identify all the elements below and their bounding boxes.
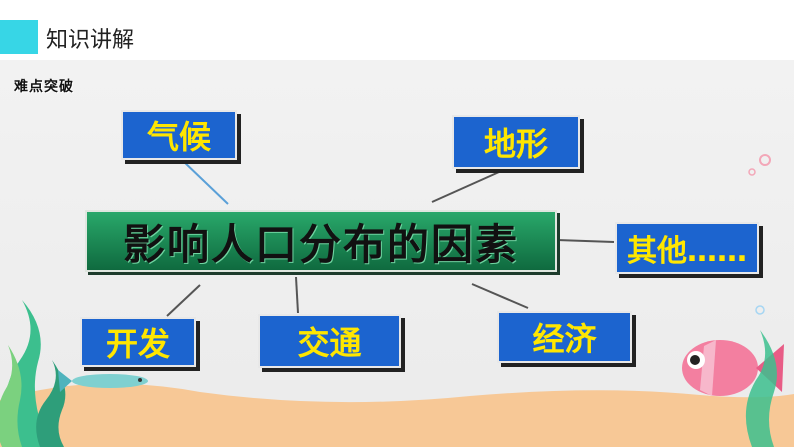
- edge-economy: [471, 283, 529, 309]
- edge-development: [166, 284, 201, 317]
- edge-transport: [295, 276, 299, 314]
- fish-illustration: [58, 370, 148, 392]
- factor-label-climate: 气候: [146, 118, 211, 156]
- section-subtitle: 难点突破: [14, 79, 74, 95]
- page-title: 知识讲解: [46, 28, 135, 53]
- factor-node-terrain: 地形: [452, 115, 580, 169]
- edge-terrain: [431, 167, 509, 203]
- factor-label-transport: 交通: [297, 324, 362, 362]
- seaweed-illustration: [0, 300, 66, 447]
- central-topic-node: 影响人口分布的因素: [85, 210, 557, 272]
- header-accent-block: [0, 20, 38, 54]
- factor-node-transport: 交通: [258, 314, 401, 368]
- edge-climate: [181, 159, 229, 205]
- factor-label-development: 开发: [105, 325, 170, 363]
- header-bar: 知识讲解: [0, 0, 794, 60]
- central-topic-label: 影响人口分布的因素: [122, 219, 519, 269]
- factor-label-economy: 经济: [532, 320, 597, 358]
- factor-label-terrain: 地形: [483, 125, 548, 163]
- factor-label-other: 其他……: [627, 234, 747, 269]
- factor-node-climate: 气候: [121, 110, 237, 160]
- factor-node-development: 开发: [80, 317, 196, 367]
- edge-other: [556, 239, 615, 243]
- factor-node-other: 其他……: [615, 222, 759, 274]
- sand-illustration: [0, 383, 794, 447]
- factor-node-economy: 经济: [497, 311, 632, 363]
